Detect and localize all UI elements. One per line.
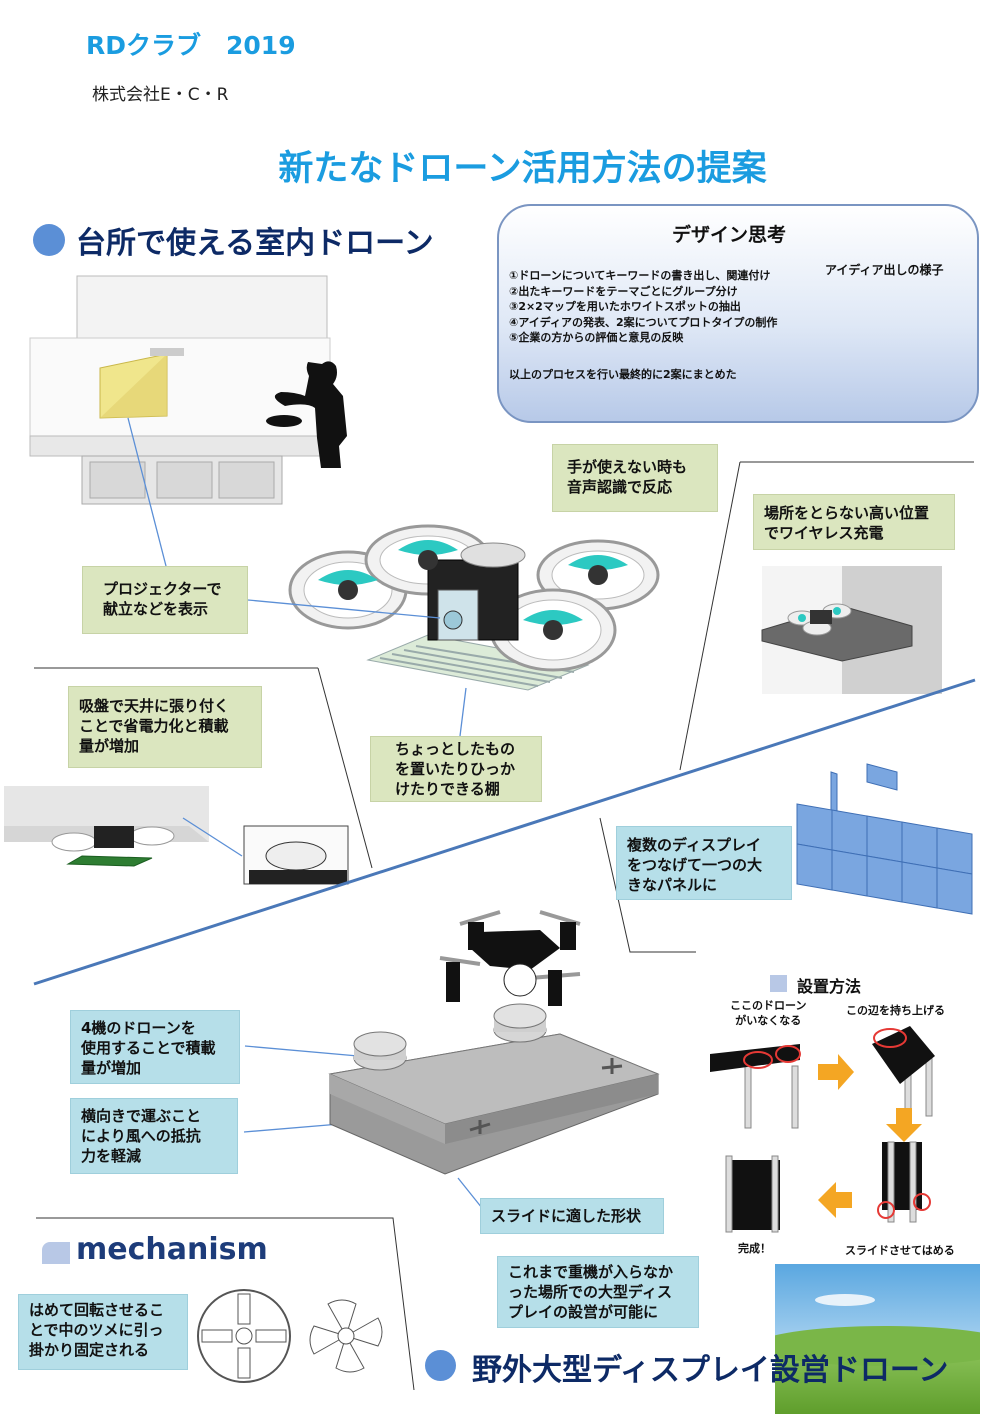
note-voice-recognition: 手が使えない時も 音声認識で反応 <box>552 444 718 512</box>
club-title: RDクラブ 2019 <box>86 31 296 60</box>
twist-lock-illustration <box>197 1289 383 1383</box>
note-shelf: ちょっとしたもの を置いたりひっか けたりできる棚 <box>370 736 542 802</box>
design-step: ④アイディアの発表、2案についてプロトタイプの制作 <box>509 315 778 329</box>
main-title: 新たなドローン活用方法の提案 <box>278 149 767 189</box>
photo-caption: アイディア出しの様子 <box>825 263 944 277</box>
bullet-dot-icon <box>425 1350 456 1381</box>
display-panel-illustration <box>796 763 973 915</box>
install-title: 設置方法 <box>797 977 862 996</box>
ceiling-drone-illustration <box>4 786 349 885</box>
company-name: 株式会社E・C・R <box>92 85 229 105</box>
design-step: ⑤企業の方からの評価と意見の反映 <box>509 331 684 344</box>
note-ceiling-suction: 吸盤で天井に張り付く ことで省電力化と積載 量が増加 <box>68 686 262 768</box>
kitchen-illustration <box>29 275 347 505</box>
design-summary: 以上のプロセスを行い最終的に2案にまとめた <box>509 368 737 381</box>
note-wireless-charging: 場所をとらない高い位置 でワイヤレス充電 <box>753 494 955 550</box>
design-thinking-panel: デザイン思考 ①ドローンについてキーワードの書き出し、関連付け ②出たキーワード… <box>497 204 979 423</box>
note-mechanism: はめて回転させるこ とで中のツメに引っ 掛かり固定される <box>18 1294 188 1370</box>
kitchen-section-title: 台所で使える室内ドローン <box>76 226 434 261</box>
charging-station-illustration <box>761 566 942 694</box>
install-label-done: 完成！ <box>738 1242 771 1255</box>
display-section-title: 野外大型ディスプレイ設営ドローン <box>472 1353 949 1388</box>
install-label-lift: この辺を持ち上げる <box>846 1004 945 1017</box>
install-label-gone: ここのドローン がいなくなる <box>730 999 807 1027</box>
note-four-drones: 4機のドローンを 使用することで積載 量が増加 <box>70 1010 240 1084</box>
landscape-image <box>775 1264 980 1414</box>
note-slide-shape: スライドに適した形状 <box>480 1198 664 1234</box>
design-step: ①ドローンについてキーワードの書き出し、関連付け <box>509 269 771 282</box>
mechanism-bullet-icon <box>42 1242 70 1264</box>
install-bullet-icon <box>770 975 787 992</box>
design-thinking-title: デザイン思考 <box>671 224 786 246</box>
note-multi-display: 複数のディスプレイ をつなげて一つの大 きなパネルに <box>616 826 792 900</box>
note-sideways-transport: 横向きで運ぶこと により風への抵抗 力を軽減 <box>70 1098 238 1174</box>
install-steps-illustration <box>710 1026 935 1233</box>
install-label-slide: スライドさせてはめる <box>845 1244 955 1257</box>
design-steps: ①ドローンについてキーワードの書き出し、関連付け ②出たキーワードをテーマごとに… <box>509 268 777 346</box>
note-heavy-machinery: これまで重機が入らなか った場所での大型ディス プレイの設営が可能に <box>497 1256 699 1328</box>
design-step: ③2×2マップを用いたホワイトスポットの抽出 <box>509 300 741 313</box>
bullet-dot-icon <box>33 224 65 256</box>
quadcopter-illustration <box>439 910 581 1006</box>
mechanism-title: mechanism <box>76 1232 268 1267</box>
kitchen-drone-illustration <box>288 524 660 691</box>
design-step: ②出たキーワードをテーマごとにグループ分け <box>509 284 738 298</box>
note-projector: プロジェクターで 献立などを表示 <box>82 566 248 634</box>
carrier-platform-illustration <box>328 1003 660 1175</box>
